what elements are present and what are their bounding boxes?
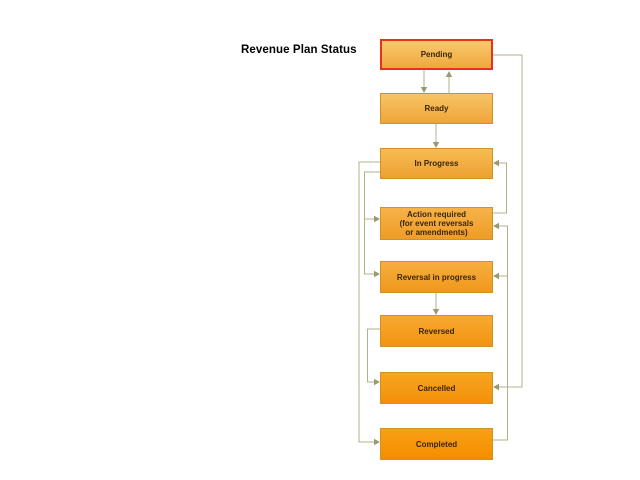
status-label-in-progress: In Progress [414, 159, 459, 168]
status-label-ready: Ready [424, 104, 449, 113]
status-box-pending: Pending [380, 39, 493, 70]
status-box-completed: Completed [380, 428, 493, 460]
arrowhead-ready-to-pending [445, 71, 453, 77]
status-label-action-required: or amendments) [405, 228, 468, 237]
status-box-ready: Ready [380, 93, 493, 124]
status-box-reversal-in-progress: Reversal in progress [380, 261, 493, 293]
status-box-reversed: Reversed [380, 315, 493, 347]
status-label-completed: Completed [415, 439, 458, 449]
diagram-title: Revenue Plan Status [241, 44, 357, 56]
edge-in-progress-to-reversal-in-progress [364, 171, 380, 275]
edge-in-progress-to-completed [358, 161, 380, 443]
arrowhead-reversal-in-progress-to-reversed [432, 309, 440, 315]
status-label-reversed: Reversed [418, 326, 455, 336]
edge-reversed-to-cancelled [367, 328, 380, 383]
arrowhead-in-progress-to-action-required [374, 215, 380, 223]
edge-pending-to-cancelled [493, 54, 523, 388]
arrowhead-reversed-to-cancelled [374, 378, 380, 386]
arrowhead-in-progress-to-reversal-in-progress [374, 270, 380, 278]
arrowhead-pending-to-ready [420, 87, 428, 93]
status-label-action-required: Action required [406, 210, 467, 219]
arrowhead-completed-to-reversal-in-progress [493, 272, 499, 280]
status-label-reversal-in-progress: Reversal in progress [396, 272, 477, 282]
status-box-cancelled: Cancelled [380, 372, 493, 404]
arrowhead-action-required-to-in-progress [493, 159, 499, 167]
edge-action-required-to-in-progress [493, 162, 507, 214]
status-label-action-required: (for event reversals [399, 219, 474, 228]
arrowhead-ready-to-in-progress [432, 142, 440, 148]
status-label-cancelled: Cancelled [417, 383, 456, 393]
edge-completed-to-action-required [493, 225, 508, 441]
arrowhead-completed-to-action-required [493, 222, 499, 230]
arrowhead-pending-to-cancelled [493, 383, 499, 391]
status-label-pending: Pending [420, 50, 453, 59]
arrowhead-in-progress-to-completed [374, 438, 380, 446]
status-box-in-progress: In Progress [380, 148, 493, 179]
